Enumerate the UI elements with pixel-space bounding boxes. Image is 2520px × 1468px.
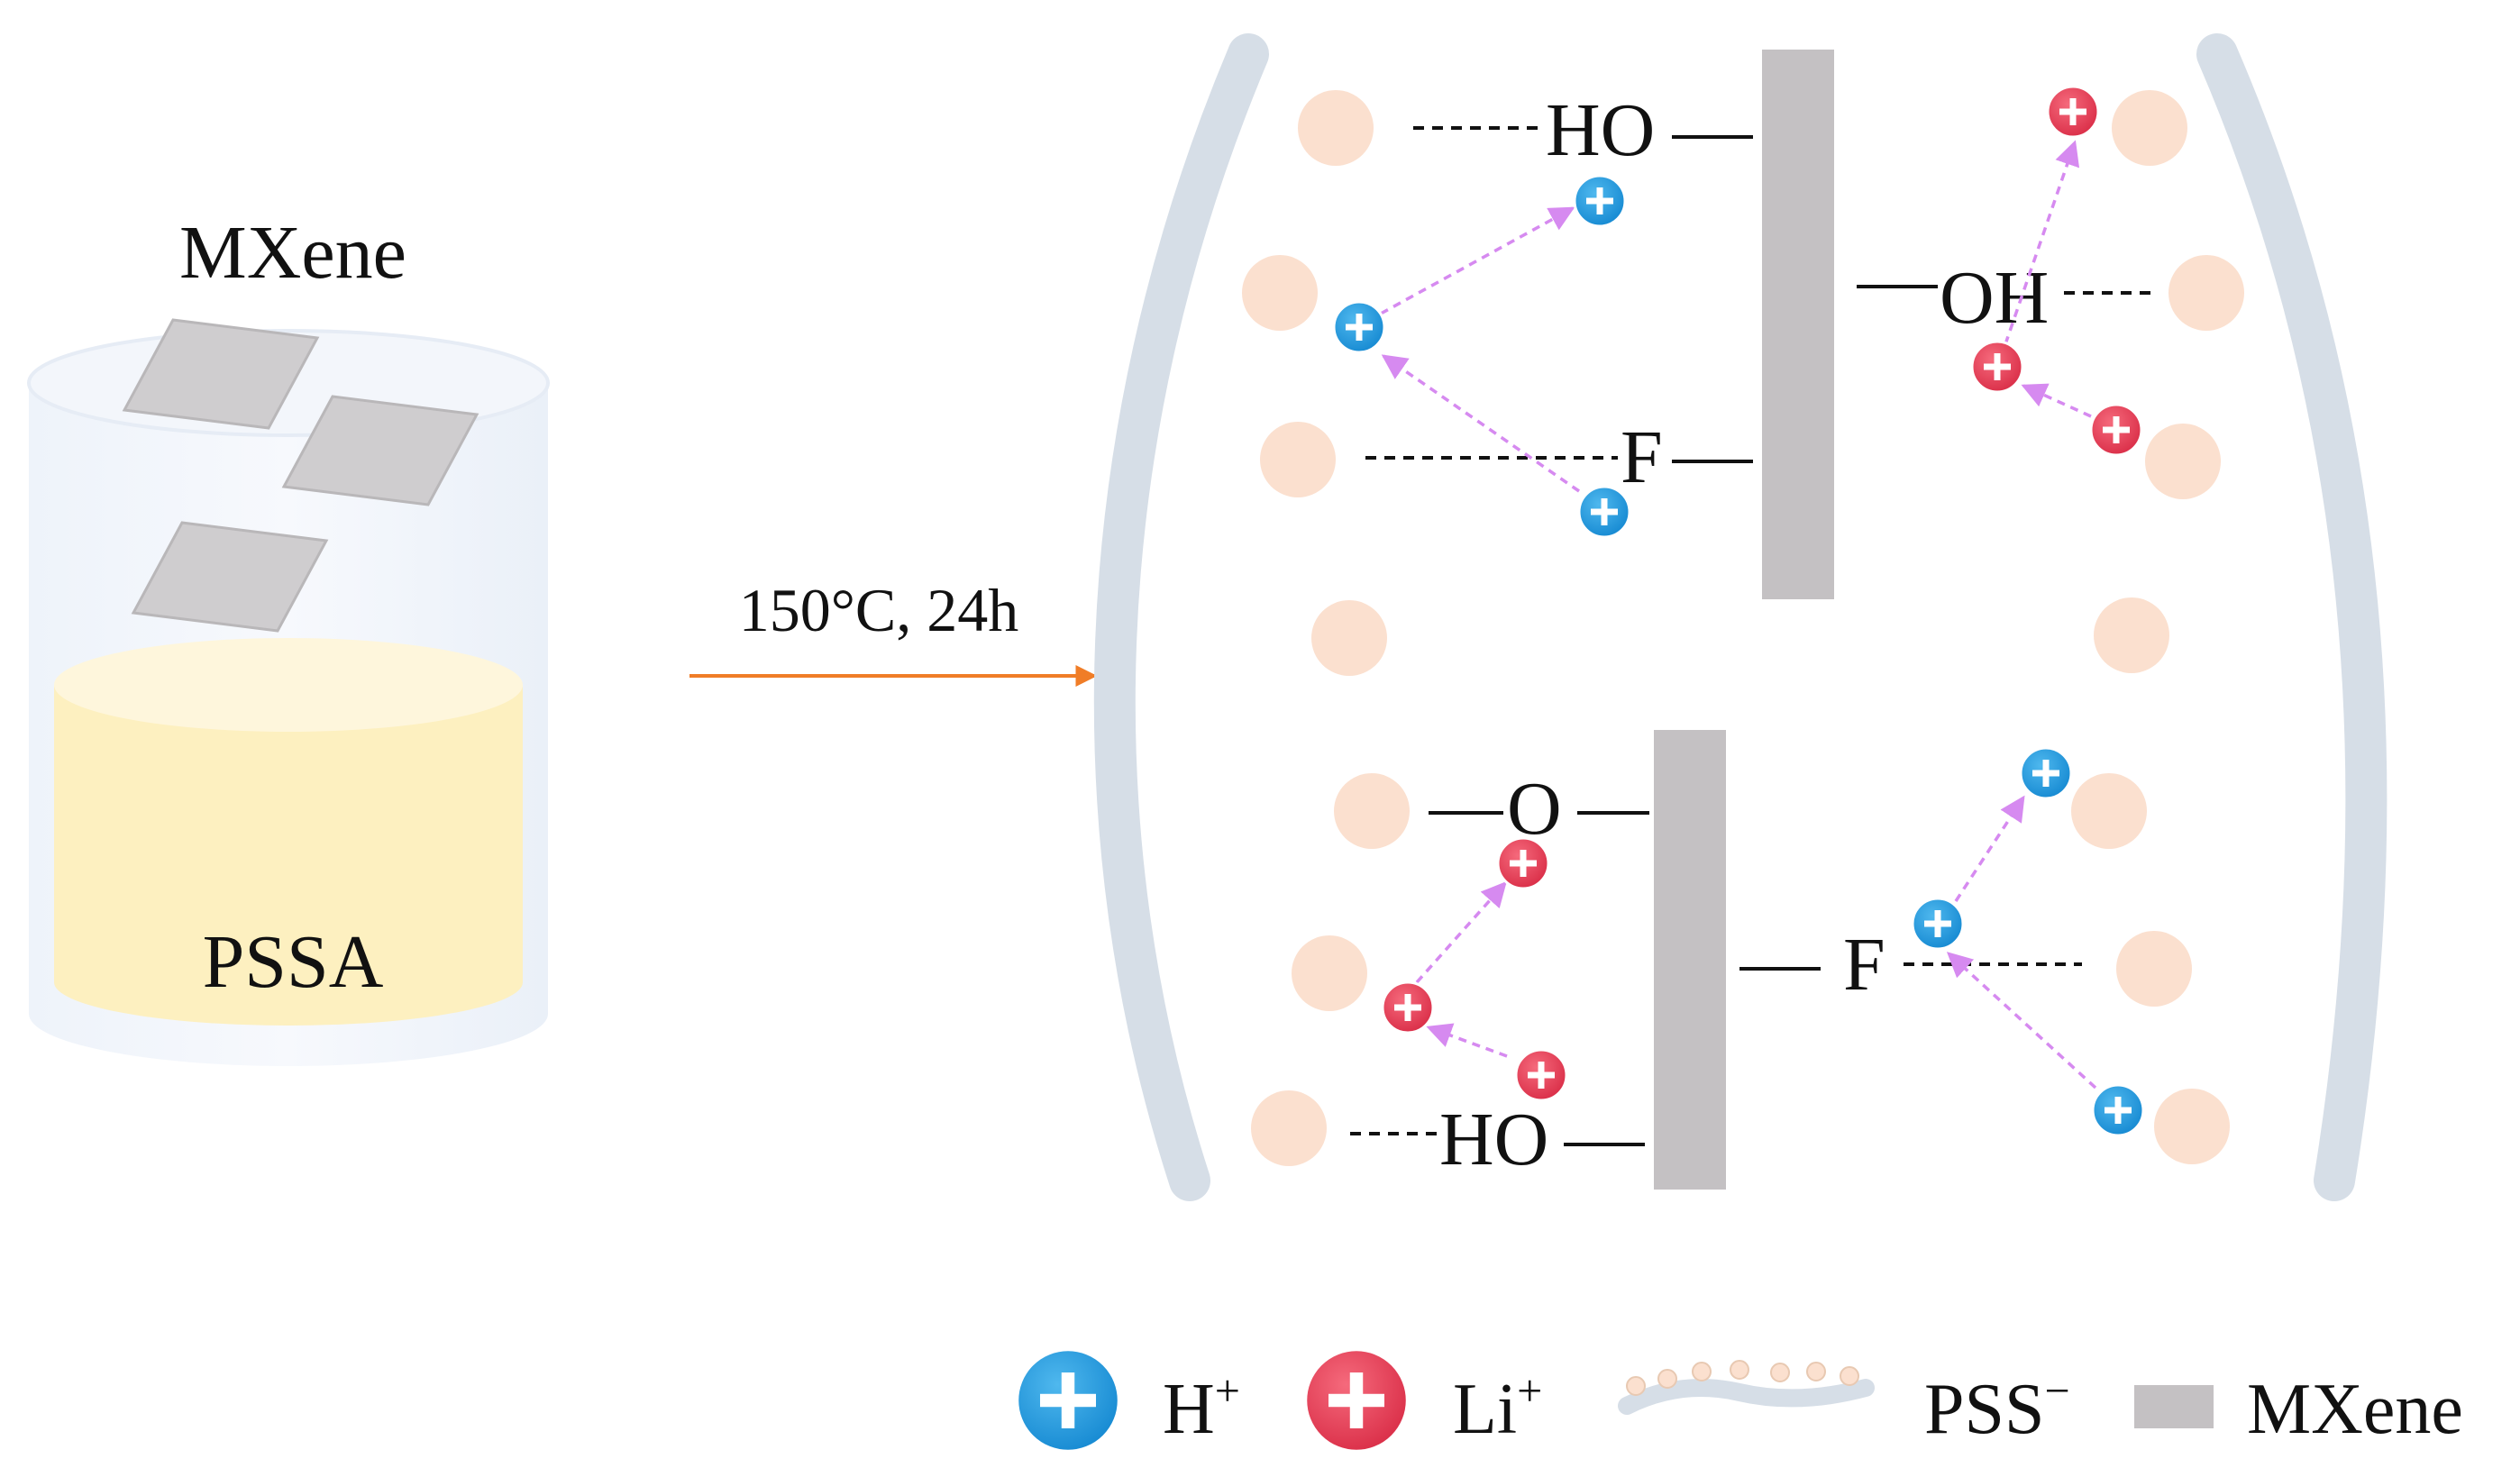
- beaker: MXene PSSA: [27, 211, 550, 1066]
- group-ho-lower: HO: [1439, 1098, 1548, 1181]
- pss-chain-left: [1093, 33, 1269, 1201]
- pssa-solution: [54, 685, 523, 1026]
- proton-ion: [1573, 174, 1627, 228]
- lower-right-groups: F: [1739, 923, 2082, 1007]
- proton-ion: [2091, 1083, 2145, 1137]
- legend-proton-icon: [1016, 1348, 1120, 1453]
- legend-mxene-icon: [2134, 1385, 2214, 1428]
- legend: H+ Li+ PSS− MXene: [1016, 1348, 2463, 1453]
- legend-lithium-label: Li+: [1453, 1365, 1542, 1449]
- upper-right-groups: OH: [1857, 256, 2152, 340]
- reaction-condition: 150°C, 24h: [739, 576, 1019, 644]
- lithium-ion: [1381, 980, 1435, 1035]
- pss-beads-right: [2071, 90, 2244, 1164]
- pss-beads-left: [1242, 90, 1410, 1166]
- ions: [1332, 85, 2145, 1137]
- legend-pss-label: PSS−: [1924, 1365, 2070, 1449]
- group-o-lower: O: [1507, 767, 1562, 851]
- lithium-ion: [2089, 403, 2143, 457]
- upper-left-groups: HO F: [1365, 88, 1753, 499]
- proton-ion: [1911, 897, 1965, 951]
- legend-mxene-label: MXene: [2247, 1370, 2463, 1449]
- reaction-arrow: 150°C, 24h: [689, 576, 1098, 687]
- group-f-lower: F: [1843, 923, 1885, 1007]
- ion-hopping-paths: [1380, 140, 2097, 1090]
- pssa-label: PSSA: [203, 920, 384, 1004]
- lithium-ion: [2046, 85, 2100, 139]
- group-ho-upper: HO: [1546, 88, 1655, 172]
- lower-left-groups: O HO: [1350, 767, 1649, 1181]
- pss-chain-right: [2196, 33, 2388, 1201]
- group-f-upper: F: [1621, 415, 1663, 499]
- mxene-slab-lower: [1654, 730, 1726, 1190]
- lithium-ion: [1514, 1048, 1568, 1102]
- lithium-ion: [1496, 836, 1550, 890]
- legend-proton-label: H+: [1163, 1365, 1240, 1449]
- proton-ion: [2019, 746, 2073, 800]
- legend-lithium-icon: [1304, 1348, 1409, 1453]
- proton-ion: [1332, 300, 1386, 354]
- group-oh-upper: OH: [1940, 256, 2049, 340]
- mxene-top-label: MXene: [179, 211, 406, 295]
- legend-pss-icon: [1618, 1360, 1875, 1415]
- lithium-ion: [1970, 340, 2024, 394]
- solution-surface: [54, 638, 523, 732]
- mxene-flake-2: [281, 395, 479, 506]
- mxene-slab-upper: [1762, 50, 1834, 599]
- proton-ion: [1577, 485, 1631, 539]
- mxene-flake-1: [122, 318, 320, 430]
- mxene-flake-3: [131, 521, 329, 633]
